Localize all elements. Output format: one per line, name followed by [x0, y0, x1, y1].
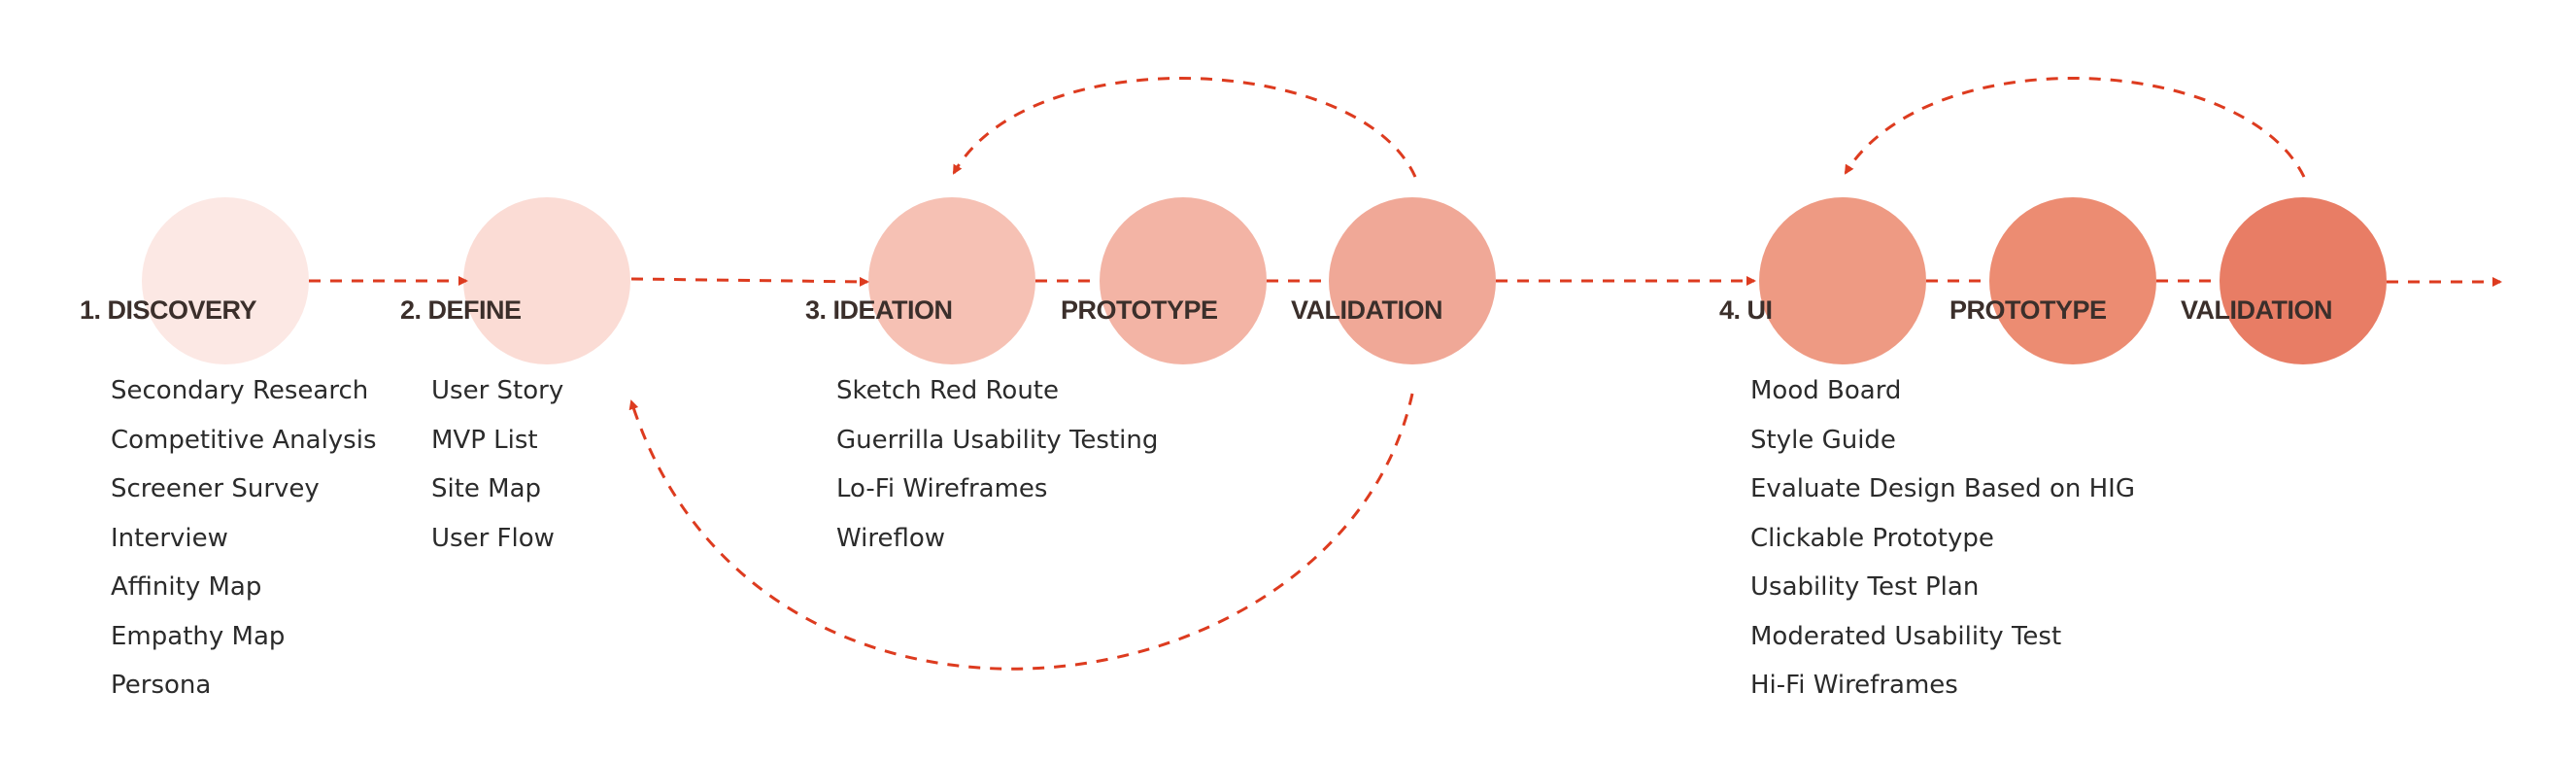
- list-item: Evaluate Design Based on HIG: [1750, 474, 2135, 503]
- list-item: Moderated Usability Test: [1750, 621, 2062, 651]
- ui-item-list: Mood Board Style Guide Evaluate Design B…: [1750, 366, 2135, 710]
- list-item: Usability Test Plan: [1750, 572, 1980, 602]
- list-item: Secondary Research: [111, 376, 369, 405]
- list-item: Mood Board: [1750, 376, 1902, 405]
- stage-label-ui: 4. UI: [1719, 295, 1773, 325]
- list-item: User Story: [431, 376, 564, 405]
- circle-define: [463, 197, 630, 364]
- list-item: Style Guide: [1750, 425, 1896, 455]
- list-item: Lo-Fi Wireframes: [836, 474, 1048, 503]
- list-item: Competitive Analysis: [111, 425, 377, 455]
- list-item: Wireflow: [836, 523, 946, 553]
- arrow-define-to-ideation: [630, 276, 869, 287]
- circle-ui: [1759, 197, 1926, 364]
- loop-validation-to-ideation: [952, 77, 1417, 178]
- circle-ui-validation: [2220, 197, 2387, 364]
- circle-ideation-prototype: [1100, 197, 1267, 364]
- ideation-item-list: Sketch Red Route Guerrilla Usability Tes…: [836, 366, 1158, 563]
- list-item: Guerrilla Usability Testing: [836, 425, 1159, 455]
- define-item-list: User Story MVP List Site Map User Flow: [431, 366, 563, 563]
- circle-ideation-validation: [1329, 197, 1496, 364]
- circle-ideation: [868, 197, 1035, 364]
- circle-ui-prototype: [1989, 197, 2156, 364]
- stage-label-discovery: 1. DISCOVERY: [80, 295, 257, 325]
- list-item: Empathy Map: [111, 621, 286, 651]
- stage-label-ideation-prototype: PROTOTYPE: [1061, 295, 1218, 325]
- stage-label-ideation: 3. IDEATION: [805, 295, 953, 325]
- list-item: Hi-Fi Wireframes: [1750, 671, 1958, 700]
- list-item: Site Map: [431, 474, 542, 503]
- list-item: Sketch Red Route: [836, 376, 1059, 405]
- circle-discovery: [142, 197, 309, 364]
- stage-label-define: 2. DEFINE: [400, 295, 522, 325]
- discovery-item-list: Secondary Research Competitive Analysis …: [111, 366, 377, 710]
- stage-label-ui-prototype: PROTOTYPE: [1949, 295, 2107, 325]
- list-item: Clickable Prototype: [1750, 523, 1994, 553]
- loop-validation-to-define: [628, 393, 1414, 671]
- list-item: Screener Survey: [111, 474, 320, 503]
- stage-label-ui-validation: VALIDATION: [2181, 295, 2333, 325]
- loop-ui-validation-to-ui: [1844, 77, 2306, 178]
- stage-label-ideation-validation: VALIDATION: [1291, 295, 1443, 325]
- list-item: Affinity Map: [111, 572, 262, 602]
- list-item: Persona: [111, 671, 212, 700]
- list-item: MVP List: [431, 425, 538, 455]
- list-item: User Flow: [431, 523, 555, 553]
- list-item: Interview: [111, 523, 228, 553]
